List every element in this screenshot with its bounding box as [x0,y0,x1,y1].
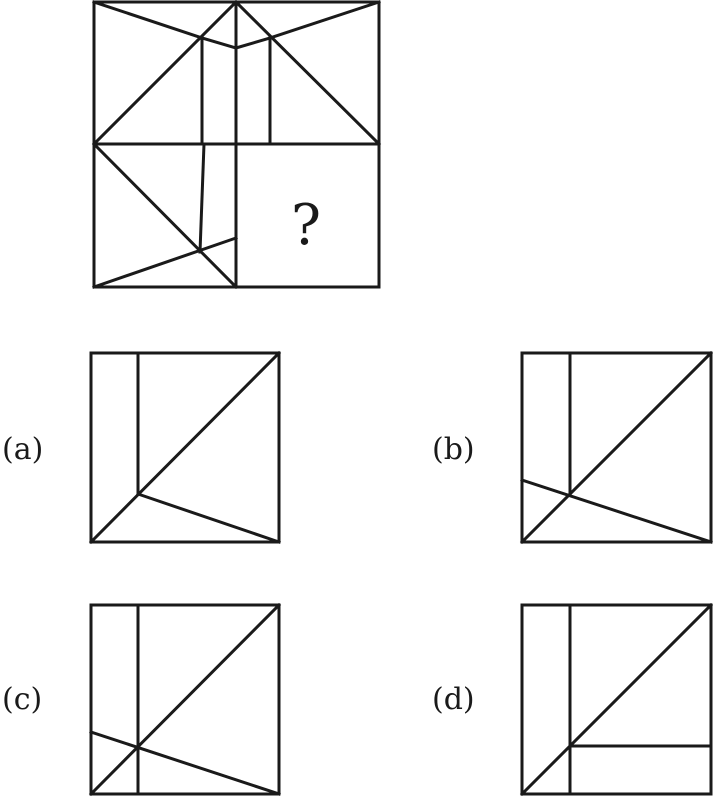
option-a-figure [88,350,282,545]
cell-bottom-left [91,141,239,290]
cell-top-right [233,0,382,147]
cell-tr-diagonal-up [233,0,382,147]
cell-tl-chevron-left [200,36,238,50]
cell-tl-diagonal-up [91,0,239,147]
cell-bl-lower-line [92,236,238,289]
option-d-label: (d) [432,682,475,717]
cell-tl-diagonal-down [92,0,204,40]
option-b[interactable]: (b) [432,350,713,545]
option-b-figure [519,350,713,545]
option-c[interactable]: (c) [2,602,282,796]
option-a[interactable]: (a) [2,350,282,545]
cell-tr-diagonal-down [268,0,381,40]
option-a-label: (a) [2,432,43,467]
cell-tr-chevron-right [234,36,272,50]
puzzle-grid: ? [91,0,382,290]
option-c-figure [88,602,282,796]
cell-top-left [91,0,239,147]
cell-bl-vertical [198,142,206,254]
option-d-figure [519,602,713,796]
cell-bl-diagonal [91,141,239,290]
option-d[interactable]: (d) [432,602,713,796]
option-c-label: (c) [2,682,42,717]
option-b-label: (b) [432,432,475,467]
question-mark: ? [291,193,321,258]
